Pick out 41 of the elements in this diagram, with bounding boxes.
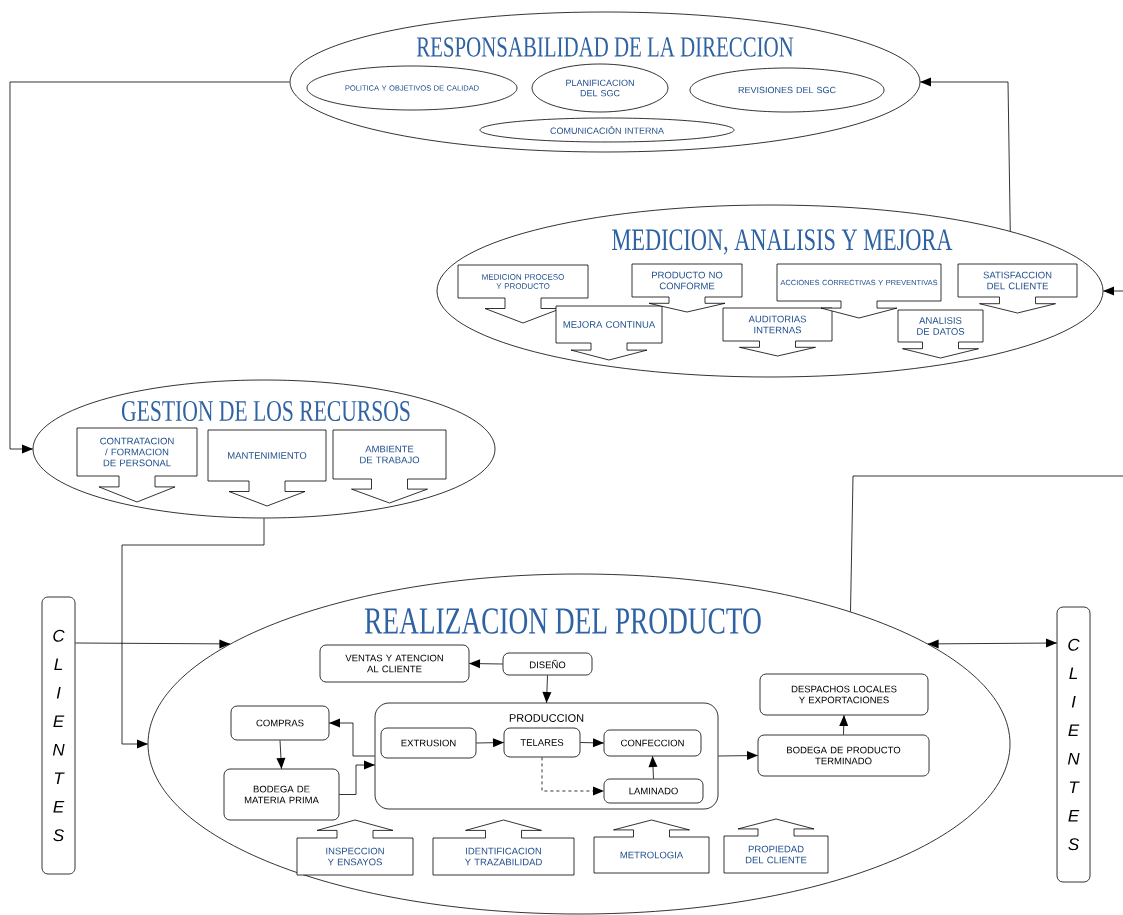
process-box: BODEGA DE PRODUCTO TERMINADO bbox=[757, 734, 930, 777]
arrow bbox=[542, 675, 552, 703]
arrow bbox=[920, 77, 1011, 232]
arrow bbox=[469, 659, 503, 669]
arrow bbox=[75, 639, 231, 649]
process-box: CONFECCION bbox=[603, 729, 702, 757]
arrow bbox=[1103, 286, 1123, 296]
callout-arrow-box: PROPIEDAD DEL CLIENTE bbox=[723, 818, 829, 874]
arrow bbox=[476, 738, 504, 748]
callout-arrow-box: PRODUCTO NO CONFORME bbox=[631, 263, 743, 313]
callout-arrow-box: IDENTIFICACION Y TRAZABILIDAD bbox=[432, 819, 575, 876]
callout-arrow-box: ANALISIS DE DATOS bbox=[897, 309, 984, 359]
arrow bbox=[541, 757, 604, 796]
arrow bbox=[276, 740, 286, 769]
arrow bbox=[339, 760, 375, 795]
callout-arrow-box: CONTRATACION / FORMACION DE PERSONAL bbox=[76, 427, 198, 503]
process-box: VENTAS Y ATENCION AL CLIENTE bbox=[319, 644, 470, 683]
process-box: DISEÑO bbox=[502, 652, 593, 676]
process-box: DESPACHOS LOCALES Y EXPORTACIONES bbox=[759, 673, 929, 716]
callout-arrow-box: AMBIENTE DE TRABAJO bbox=[332, 429, 447, 504]
process-box: LAMINADO bbox=[603, 778, 704, 804]
arrow bbox=[9, 81, 290, 454]
callout-arrow-box: SATISFACCION DEL CLIENTE bbox=[957, 263, 1078, 314]
arrow bbox=[648, 756, 658, 779]
process-box: BODEGA DE MATERIA PRIMA bbox=[223, 768, 340, 821]
callout-arrow-box: MEJORA CONTINUA bbox=[555, 305, 663, 361]
arrow bbox=[927, 638, 1057, 649]
process-box: COMPRAS bbox=[230, 705, 330, 741]
arrow bbox=[580, 738, 604, 748]
process-box: TELARES bbox=[503, 727, 581, 758]
callout-arrow-box: INSPECCION Y ENSAYOS bbox=[296, 819, 414, 876]
arrow bbox=[329, 718, 375, 757]
callout-arrow-box: MANTENIMIENTO bbox=[207, 429, 327, 507]
arrow bbox=[121, 518, 265, 749]
arrow bbox=[718, 751, 758, 761]
side-bar: C L I E N T E S bbox=[41, 596, 76, 875]
callout-arrow-box: AUDITORIAS INTERNAS bbox=[722, 307, 833, 357]
callout-arrow-box: METROLOGIA bbox=[593, 819, 710, 874]
process-box: EXTRUSION bbox=[380, 727, 477, 759]
arrow bbox=[839, 715, 849, 735]
side-bar: C L I E N T E S bbox=[1056, 606, 1091, 883]
